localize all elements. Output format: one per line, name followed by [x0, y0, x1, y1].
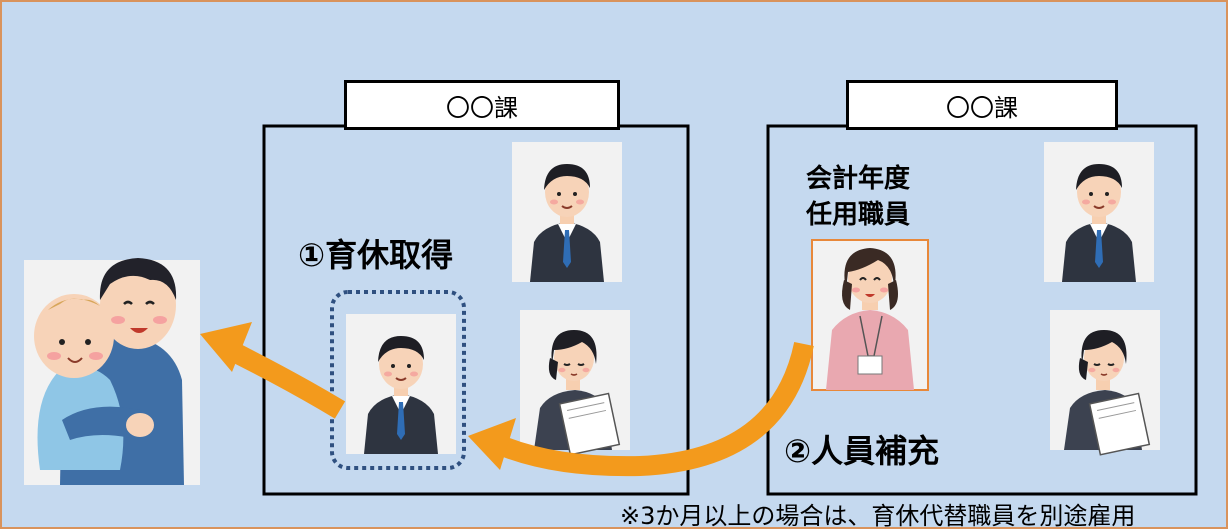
- businessman-icon: [345, 313, 457, 455]
- footnote: ※3か月以上の場合は、育休代替職員を別途雇用: [620, 502, 1136, 530]
- businessman-senior-icon-right: [1043, 141, 1155, 283]
- businesswoman-document-icon-right: [1049, 309, 1161, 456]
- businesswoman-document-icon: [519, 309, 631, 456]
- replacement-label: ②人員補充: [784, 432, 940, 470]
- businessman-senior-icon: [511, 141, 623, 283]
- arrow-leave: [200, 322, 346, 419]
- woman-with-id-badge-icon: [811, 239, 929, 391]
- arrow-replacement: [468, 341, 814, 477]
- parent-holding-baby-icon: [24, 258, 200, 485]
- leave-label: ①育休取得: [298, 236, 454, 274]
- dept-label-left: 〇〇課: [344, 80, 620, 130]
- dept-label-right: 〇〇課: [846, 80, 1118, 130]
- leave-highlight: [330, 290, 466, 470]
- fiscal-staff-label-line2: 任用職員: [806, 200, 911, 230]
- fiscal-staff-label-line1: 会計年度: [806, 164, 911, 194]
